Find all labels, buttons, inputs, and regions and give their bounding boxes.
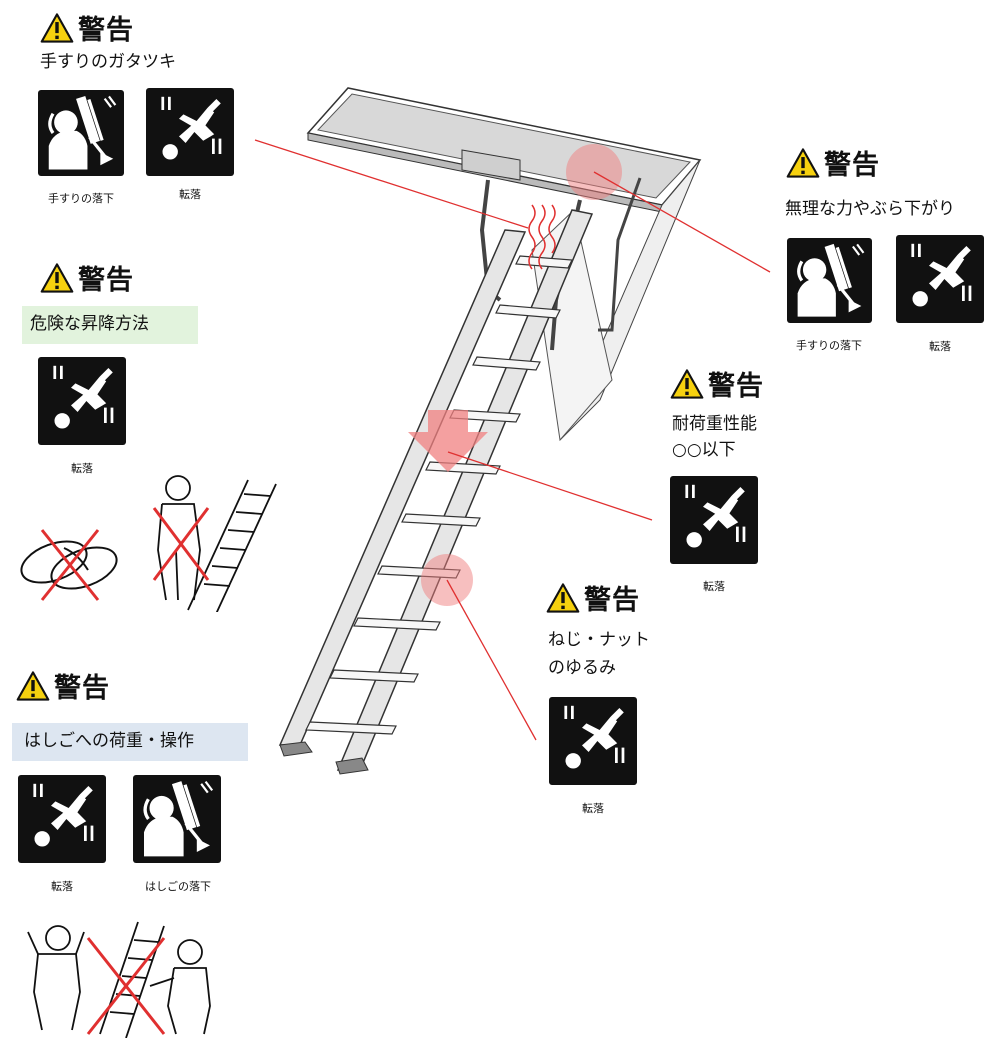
icon-label: 転落 [71,462,93,475]
fall-icon [38,357,126,445]
slipper-icon [20,529,118,601]
load-arrow-icon [408,410,488,472]
rattle-marks [528,204,556,270]
warning-triangle-icon [16,670,50,702]
icon-label: 転落 [703,580,725,593]
warning-caption-line2: ○○以下 [672,440,736,460]
fall-icon [549,697,637,785]
ladder-drop-scene-icon [27,921,211,1038]
ladder-rails [278,209,594,775]
warning-word: 警告 [708,371,764,402]
warning-caption: 危険な昇降方法 [22,306,198,344]
man-icon [152,475,277,612]
warning-caption: 無理な力やぶら下がり [785,199,955,219]
warning-triangle-icon [670,368,704,400]
fall-icon [896,235,984,323]
warning-word: 警告 [584,585,640,616]
warning-triangle-icon [786,147,820,179]
warning-header: 警告 [546,578,640,617]
icon-label: 転落 [582,802,604,815]
warning-header: 警告 [670,364,764,403]
fall-icon [670,476,758,564]
icon-label: 転落 [929,340,951,353]
warning-caption-line2: のゆるみ [548,658,616,678]
icon-label: 手すりの落下 [796,339,862,352]
warning-caption-line1: ねじ・ナット [548,630,650,650]
icon-label: 手すりの落下 [48,192,114,205]
icon-label: 転落 [179,188,201,201]
warning-word: 警告 [78,15,134,46]
warning-header: 警告 [786,143,880,182]
leader-lines [254,139,771,741]
handrail-drop-icon [787,238,872,323]
fall-icon [18,775,106,863]
warning-header: 警告 [16,666,110,705]
warning-triangle-icon [546,582,580,614]
handrail-drop-icon [38,90,124,176]
icon-label: はしごの落下 [145,880,211,893]
warning-word: 警告 [78,265,134,296]
warning-word: 警告 [824,150,880,181]
warning-caption: 手すりのガタツキ [40,52,176,72]
ladder-drop-icon [133,775,221,863]
warning-header: 警告 [40,8,134,47]
icon-label: 転落 [51,880,73,893]
warning-header: 警告 [40,258,134,297]
warning-caption-line1: 耐荷重性能 [672,414,757,434]
warning-word: 警告 [54,673,110,704]
fall-icon [146,88,234,176]
warning-caption: はしごへの荷重・操作 [12,723,248,761]
warning-triangle-icon [40,12,74,44]
warning-triangle-icon [40,262,74,294]
